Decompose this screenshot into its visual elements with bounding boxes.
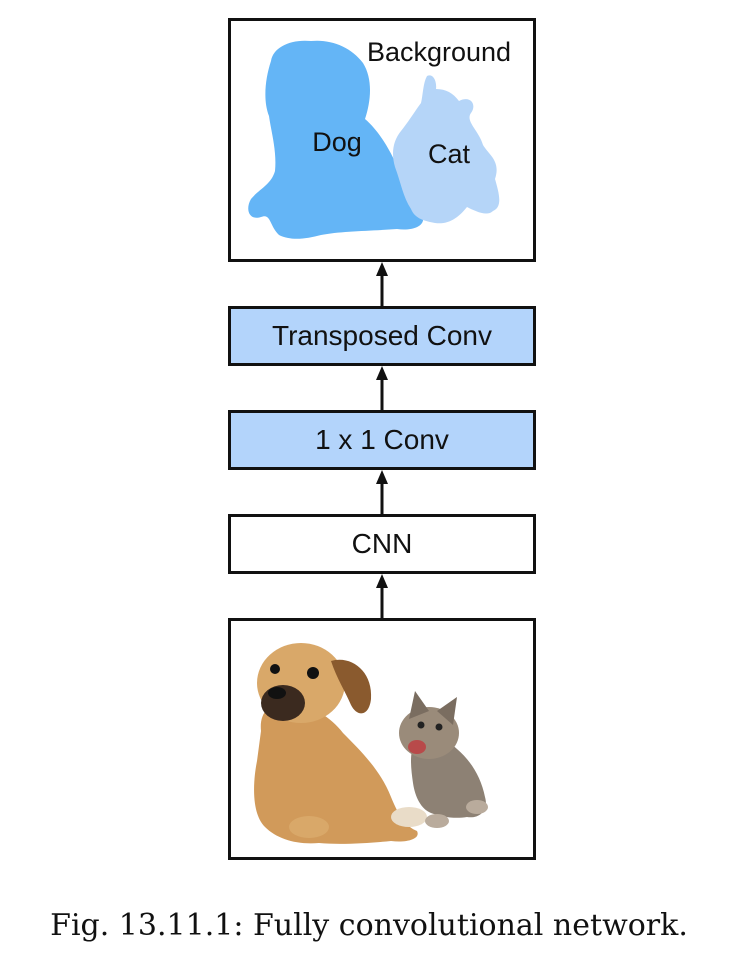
dog-label: Dog xyxy=(312,127,362,157)
cat-mask xyxy=(393,75,500,224)
kitten-mouth xyxy=(408,740,426,754)
kitten-ear-right xyxy=(437,697,457,725)
puppy-paw-left xyxy=(289,816,329,838)
conv-1x1-layer: 1 x 1 Conv xyxy=(228,410,536,470)
transposed-conv-label: Transposed Conv xyxy=(272,320,492,351)
kitten-eye-left xyxy=(417,721,425,729)
kitten-paw-2 xyxy=(466,800,488,814)
puppy-eye-left xyxy=(270,664,280,674)
kitten-eye-right xyxy=(435,723,443,731)
input-image-panel xyxy=(228,618,536,860)
puppy-ear xyxy=(331,659,372,714)
kitten-ear-left xyxy=(409,691,429,719)
arrowhead-1 xyxy=(376,574,388,588)
puppy-nose xyxy=(268,687,286,699)
cnn-label: CNN xyxy=(351,528,413,559)
arrowhead-2 xyxy=(376,470,388,484)
conv-1x1-label: 1 x 1 Conv xyxy=(315,424,449,455)
puppy-body xyxy=(254,702,418,844)
puppy-paw-right xyxy=(391,807,427,827)
arrowhead-4 xyxy=(376,262,388,276)
cnn-layer: CNN xyxy=(228,514,536,574)
figure-caption: Fig. 13.11.1: Fully convolutional networ… xyxy=(50,908,688,943)
segmentation-map: Background Dog Cat xyxy=(248,37,511,239)
dog-mask xyxy=(248,40,424,239)
background-label: Background xyxy=(367,37,511,67)
transposed-conv-layer: Transposed Conv xyxy=(228,306,536,366)
kitten-paw xyxy=(425,814,449,828)
puppy-eye-right xyxy=(307,667,319,679)
cat-label: Cat xyxy=(428,139,471,169)
arrowhead-3 xyxy=(376,366,388,380)
dog-and-cat-photo-icon xyxy=(254,643,488,844)
segmentation-output-panel: Background Dog Cat xyxy=(228,18,536,262)
